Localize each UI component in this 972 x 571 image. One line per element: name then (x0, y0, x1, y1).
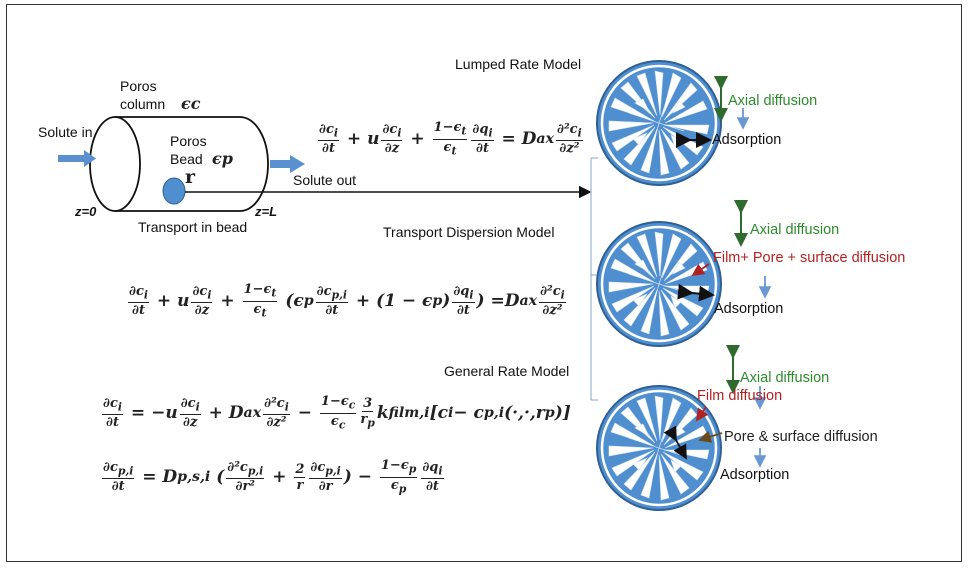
axial-arrow-1-icon (714, 76, 750, 130)
b3-adsorption-label: Adsorption (720, 467, 790, 483)
eps-c-label: ϵc (181, 94, 201, 113)
poros-bead-label: Poros (170, 133, 207, 149)
zL-label: z=L (255, 204, 278, 219)
eps-p-label: ϵp (212, 149, 233, 168)
solute-out-label: Solute out (293, 172, 357, 188)
bead-word-label: Bead (170, 151, 203, 167)
r-label: r (185, 166, 196, 188)
lumped-model-title: Lumped Rate Model (455, 56, 582, 72)
axial-arrow-2-icon (691, 200, 772, 299)
column-cylinder (89, 116, 269, 212)
column-word-label: column (120, 96, 166, 112)
z0-label: z=0 (75, 204, 97, 219)
axial-arrow-3-icon (695, 345, 767, 468)
b3-film-label: Film diffusion (697, 388, 783, 404)
poros-column-label: Poros (120, 78, 157, 94)
bead-general-icon (595, 384, 723, 512)
general-model-title: General Rate Model (444, 363, 570, 379)
bead-lumped-icon (595, 59, 723, 187)
b3-pore-label: Pore & surface diffusion (724, 429, 878, 445)
b1-adsorption-label: Adsorption (712, 132, 782, 148)
b3-axial-label: Axial diffusion (740, 370, 830, 386)
b2-film-label: Film+ Pore + surface diffusion (713, 250, 906, 266)
transport-in-bead-label: Transport in bead (138, 219, 248, 235)
solute-out-arrow-icon (270, 155, 305, 173)
solute-in-label: Solute in (38, 124, 93, 140)
model-bracket (590, 157, 598, 401)
b1-axial-label: Axial diffusion (728, 93, 818, 109)
b2-axial-label: Axial diffusion (750, 222, 840, 238)
adsorption-arrow-2-icon (677, 283, 715, 302)
bead-in-column-icon (162, 177, 186, 205)
bead-transport-icon (595, 220, 723, 348)
figure-frame (6, 4, 962, 562)
adsorption-arrow-3-icon (663, 425, 687, 460)
transport-dispersion-model-title: Transport Dispersion Model (383, 224, 555, 240)
solute-in-arrow-icon (58, 150, 96, 167)
b2-adsorption-label: Adsorption (714, 301, 784, 317)
